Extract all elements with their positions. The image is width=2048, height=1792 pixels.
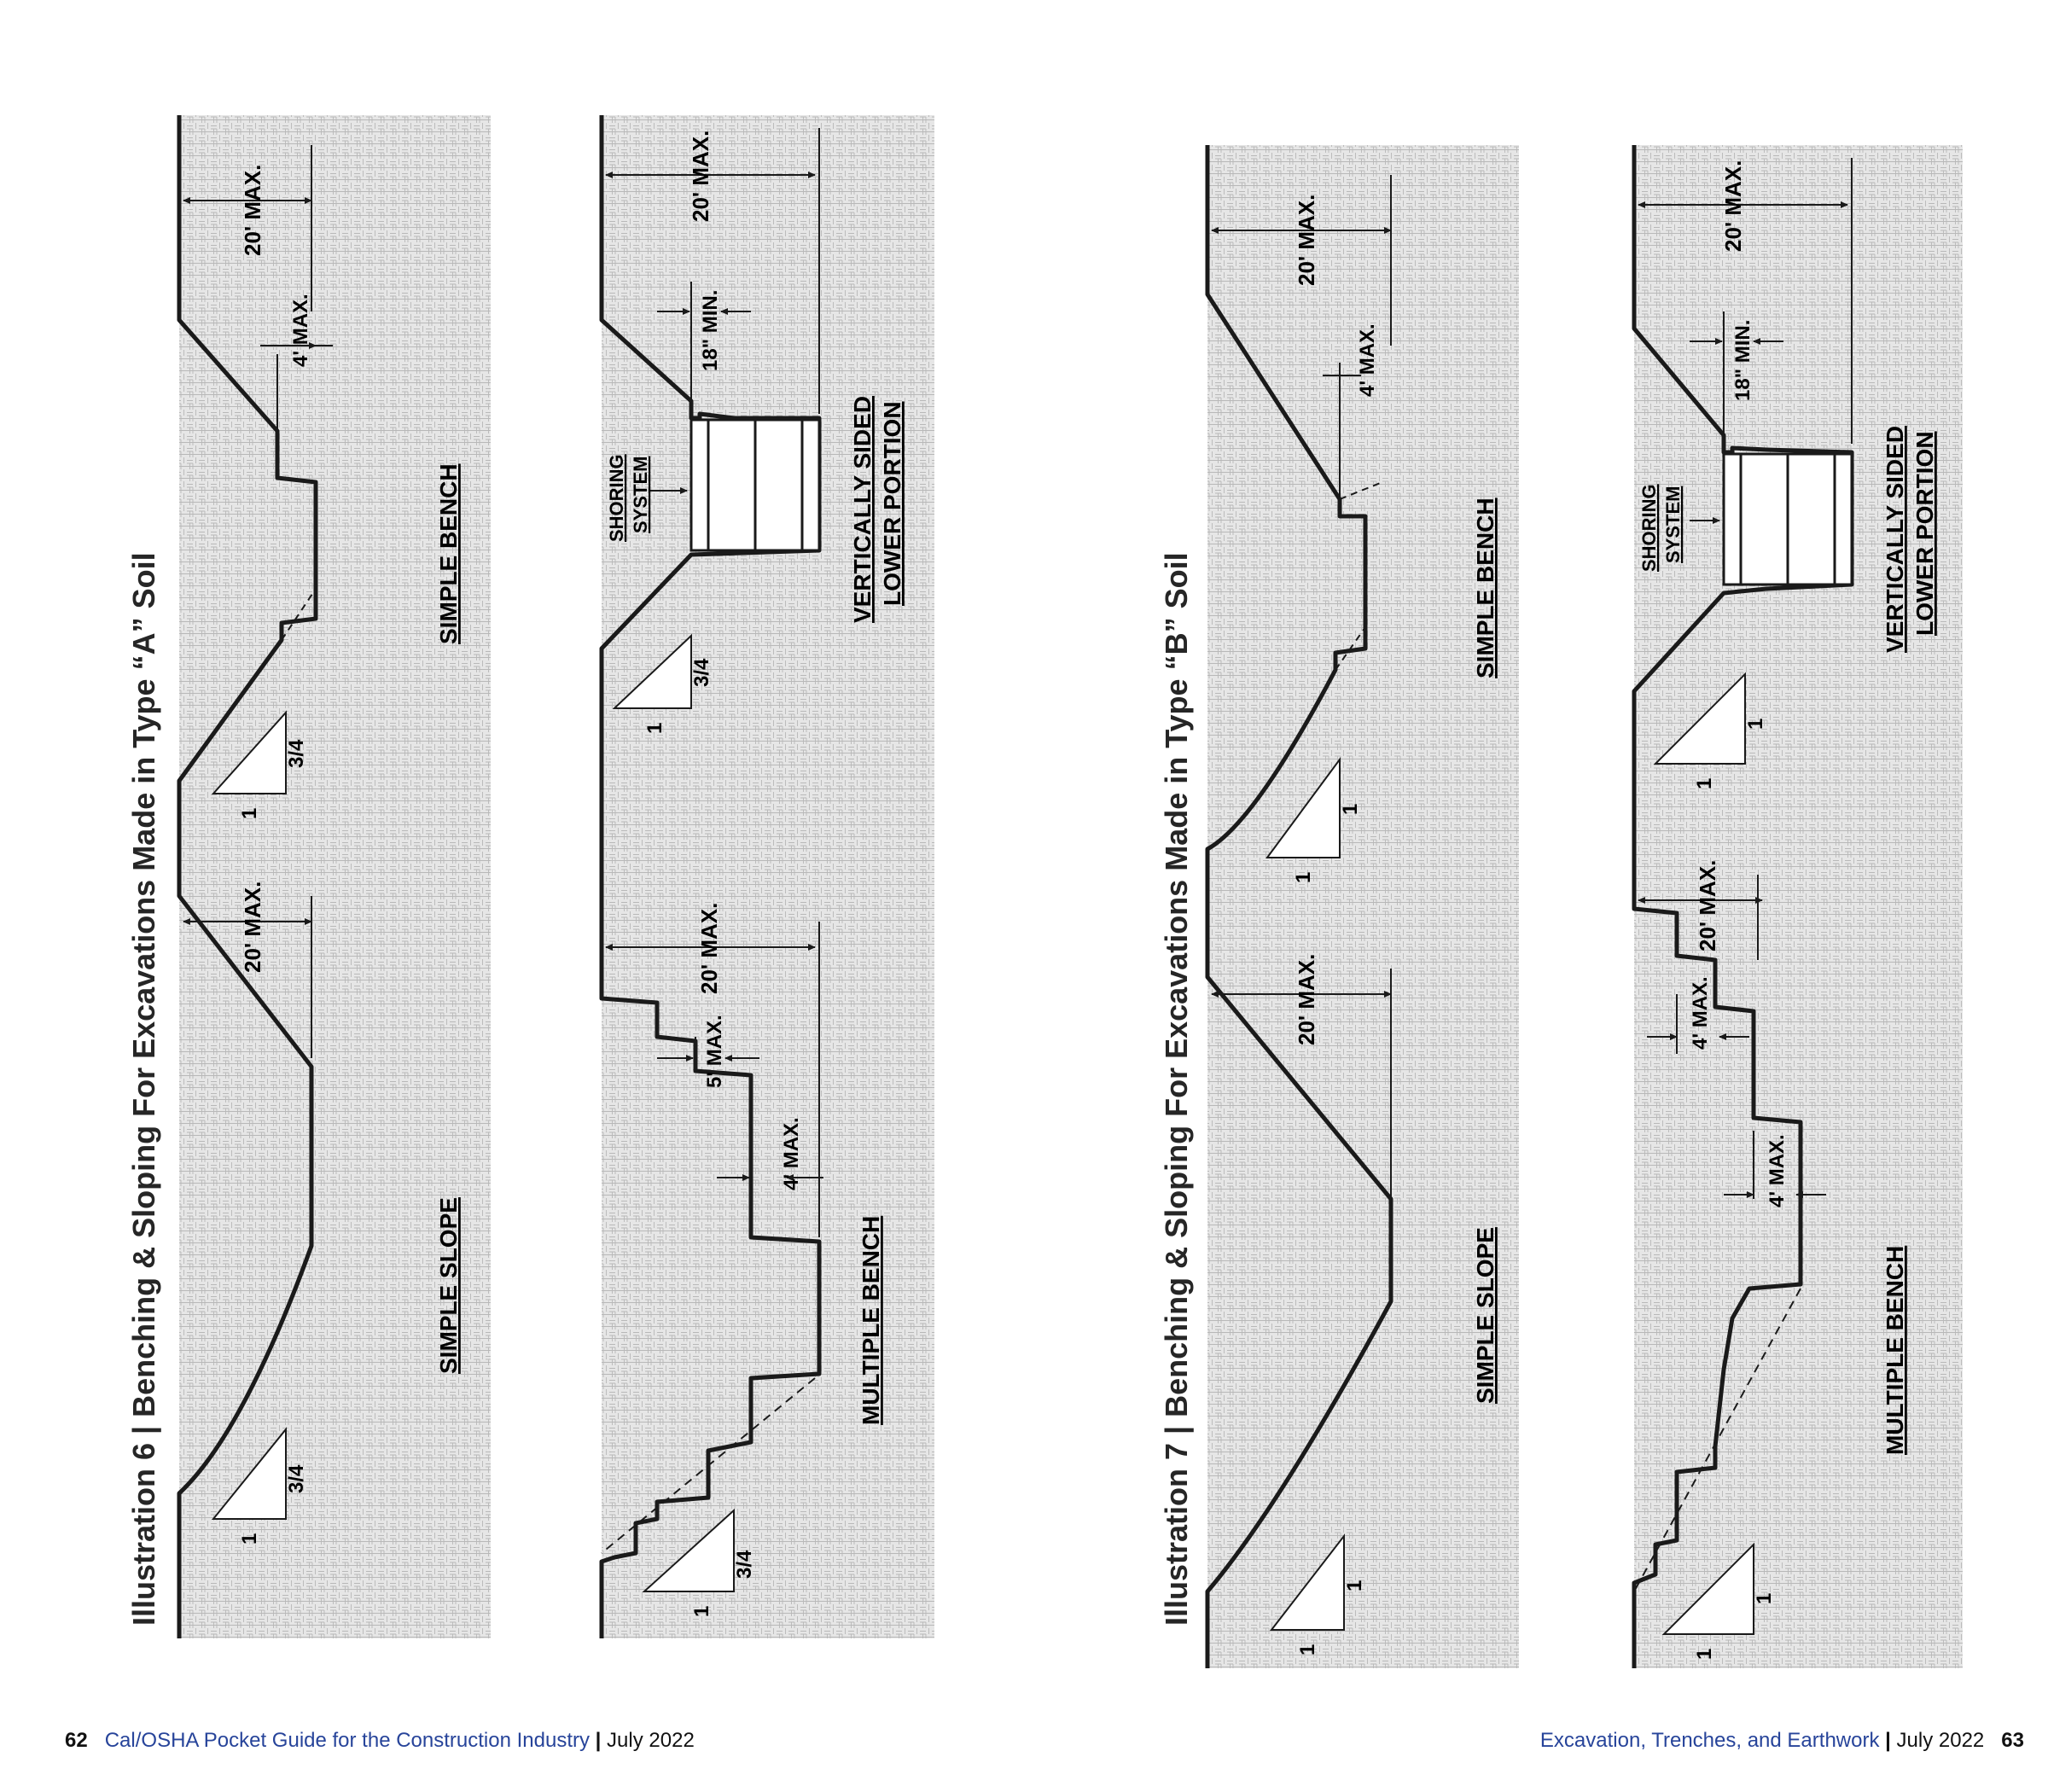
ratio-rise-upper: 3/4 <box>690 658 713 687</box>
label-simple-slope: SIMPLE SLOPE <box>435 1197 462 1374</box>
dim-18-min: 18" MIN. <box>1731 320 1754 401</box>
right-footer: Excavation, Trenches, and Earthwork | Ju… <box>1540 1729 2024 1753</box>
ratio-run-lower: 1 <box>238 1533 261 1545</box>
ratio-run-upper: 1 <box>1292 872 1315 883</box>
label-vertical-1: VERTICALLY SIDED <box>849 396 876 623</box>
label-simple-bench: SIMPLE BENCH <box>435 463 462 644</box>
label-shoring-1: SHORING <box>1638 484 1660 572</box>
illustration-6-title: Illustration 6 | Benching & Sloping For … <box>126 552 161 1626</box>
type-b-bench-diagram: SHORING SYSTEM 20' MAX. 18" MIN. VERTICA… <box>1632 145 1963 1668</box>
ratio-run-lower: 1 <box>690 1606 713 1617</box>
ratio-rise-lower: 1 <box>1753 1593 1776 1604</box>
publication-title: Cal/OSHA Pocket Guide for the Constructi… <box>104 1729 590 1752</box>
footer-separator: | <box>595 1729 602 1752</box>
dim-20-max-upper: 20' MAX. <box>688 131 713 222</box>
page-number: 63 <box>2001 1729 2024 1752</box>
ratio-rise-lower: 3/4 <box>285 1464 308 1493</box>
label-vertical-2: LOWER PORTION <box>879 401 905 606</box>
dim-4-max: 4' MAX. <box>780 1117 803 1190</box>
dim-20-max-lower: 20' MAX. <box>240 881 265 973</box>
ratio-run-lower: 1 <box>1296 1644 1319 1655</box>
type-a-simple-diagram: 20' MAX. 4' MAX. 1 3/4 20' MAX. 1 3/4 SI… <box>177 115 491 1638</box>
label-simple-bench: SIMPLE BENCH <box>1472 497 1498 678</box>
dim-18-min: 18" MIN. <box>699 290 722 371</box>
right-page: Illustration 7 | Benching & Sloping For … <box>1024 0 2048 1792</box>
ratio-run-lower: 1 <box>1693 1649 1716 1660</box>
dim-20-max-lower: 20' MAX. <box>1294 954 1319 1045</box>
type-b-simple-diagram: 20' MAX. 4' MAX. 1 1 20' MAX. 1 1 SIMPLE… <box>1205 145 1519 1668</box>
section-title: Excavation, Trenches, and Earthwork <box>1539 1729 1880 1752</box>
ratio-rise-upper: 3/4 <box>285 739 308 768</box>
ratio-rise-lower: 3/4 <box>733 1550 756 1579</box>
label-vertical-2: LOWER PORTION <box>1911 431 1938 636</box>
dim-20-max-lower: 20' MAX. <box>1695 860 1720 951</box>
ratio-run-upper: 1 <box>643 723 666 734</box>
label-multiple-bench: MULTIPLE BENCH <box>858 1216 884 1425</box>
soil-region <box>602 115 934 1638</box>
label-simple-slope: SIMPLE SLOPE <box>1472 1227 1498 1404</box>
dim-20-max-upper: 20' MAX. <box>1720 160 1746 252</box>
dim-20-max-upper: 20' MAX. <box>1294 195 1319 286</box>
soil-region <box>1634 145 1963 1668</box>
dim-4-max: 4' MAX. <box>1356 323 1379 397</box>
label-shoring-2: SYSTEM <box>1662 486 1684 563</box>
soil-region <box>1207 145 1519 1668</box>
excavation-profile <box>177 115 318 1638</box>
dim-4-max-b: 4' MAX. <box>1766 1134 1789 1207</box>
dim-4-max-a: 4' MAX. <box>1689 976 1712 1050</box>
type-a-bench-diagram: SHORING SYSTEM 20' MAX. 18" MIN. VERTICA… <box>599 115 934 1638</box>
footer-date: July 2022 <box>1896 1729 1985 1752</box>
illustration-7-title: Illustration 7 | Benching & Sloping For … <box>1159 552 1194 1626</box>
footer-separator: | <box>1885 1729 1891 1752</box>
soil-region <box>179 115 491 1638</box>
label-multiple-bench: MULTIPLE BENCH <box>1882 1246 1908 1455</box>
dim-20-max-upper: 20' MAX. <box>240 165 265 256</box>
ratio-run-upper: 1 <box>1693 778 1716 789</box>
label-vertical-1: VERTICALLY SIDED <box>1882 426 1908 653</box>
label-shoring-2: SYSTEM <box>630 457 651 533</box>
left-footer: 62 Cal/OSHA Pocket Guide for the Constru… <box>65 1729 695 1753</box>
label-shoring-1: SHORING <box>606 454 627 542</box>
dim-5-max: 5' MAX. <box>703 1015 726 1088</box>
ratio-rise-upper: 1 <box>1744 719 1767 730</box>
ratio-run-upper: 1 <box>238 808 261 819</box>
ratio-rise-upper: 1 <box>1339 804 1362 815</box>
dim-4-max: 4' MAX. <box>289 294 312 367</box>
page-number: 62 <box>65 1729 88 1752</box>
dim-20-max-lower: 20' MAX. <box>696 903 722 994</box>
footer-date: July 2022 <box>607 1729 695 1752</box>
excavation-profile <box>1205 145 1393 1668</box>
left-page: Illustration 6 | Benching & Sloping For … <box>65 115 934 1753</box>
excavation-profile <box>1632 145 1854 1668</box>
ratio-rise-lower: 1 <box>1343 1580 1366 1591</box>
